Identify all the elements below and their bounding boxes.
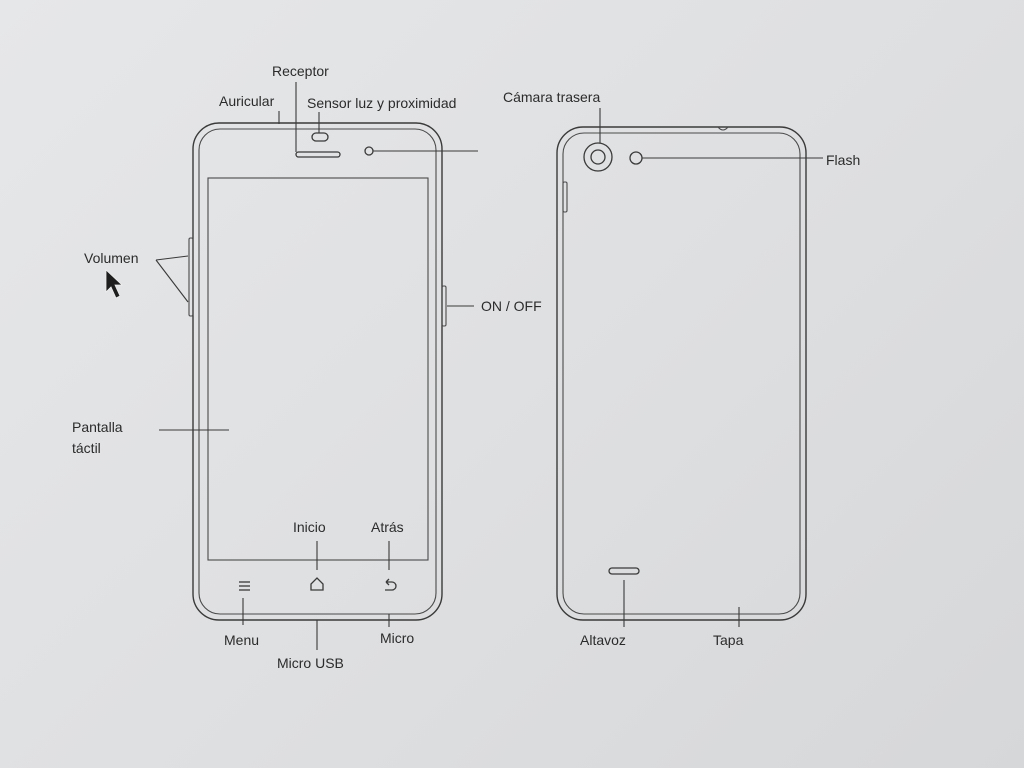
label-inicio: Inicio: [293, 519, 326, 535]
light-sensor: [311, 132, 329, 142]
label-on-off: ON / OFF: [481, 298, 542, 314]
label-pantalla: Pantalla: [72, 419, 123, 435]
label-micro-usb: Micro USB: [277, 655, 344, 671]
back-top-notch: [717, 126, 729, 131]
label-camara-trasera: Cámara trasera: [503, 89, 601, 105]
back-inner-edge: [562, 132, 801, 615]
phone-back: [556, 126, 807, 621]
speaker-grill: [608, 567, 640, 575]
label-altavoz: Altavoz: [580, 632, 626, 648]
mouse-cursor-icon: [105, 269, 124, 299]
home-icon: [310, 577, 324, 591]
touch-screen: [207, 177, 429, 561]
label-sensor: Sensor luz y proximidad: [307, 95, 457, 111]
front-inner-bezel: [198, 128, 437, 615]
label-volumen: Volumen: [84, 250, 139, 266]
back-outer-body: [556, 126, 807, 621]
label-micro: Micro: [380, 630, 415, 646]
label-flash: Flash: [826, 152, 861, 168]
label-tapa: Tapa: [713, 632, 744, 648]
volume-buttons: [188, 237, 194, 317]
back-side-button: [562, 181, 568, 213]
front-camera: [364, 146, 374, 156]
power-button: [441, 285, 447, 327]
leader-lines: [155, 82, 823, 650]
rear-camera-ring: [583, 142, 613, 172]
label-tactil: táctil: [72, 440, 101, 456]
flash-led: [629, 151, 643, 165]
menu-icon: [239, 581, 250, 591]
label-atras: Atrás: [371, 519, 404, 535]
label-auricular: Auricular: [219, 93, 275, 109]
label-receptor: Receptor: [272, 63, 329, 79]
rear-camera-lens: [590, 149, 606, 165]
receiver-slot: [295, 151, 341, 158]
label-menu: Menu: [224, 632, 260, 648]
back-icon: [385, 578, 397, 591]
